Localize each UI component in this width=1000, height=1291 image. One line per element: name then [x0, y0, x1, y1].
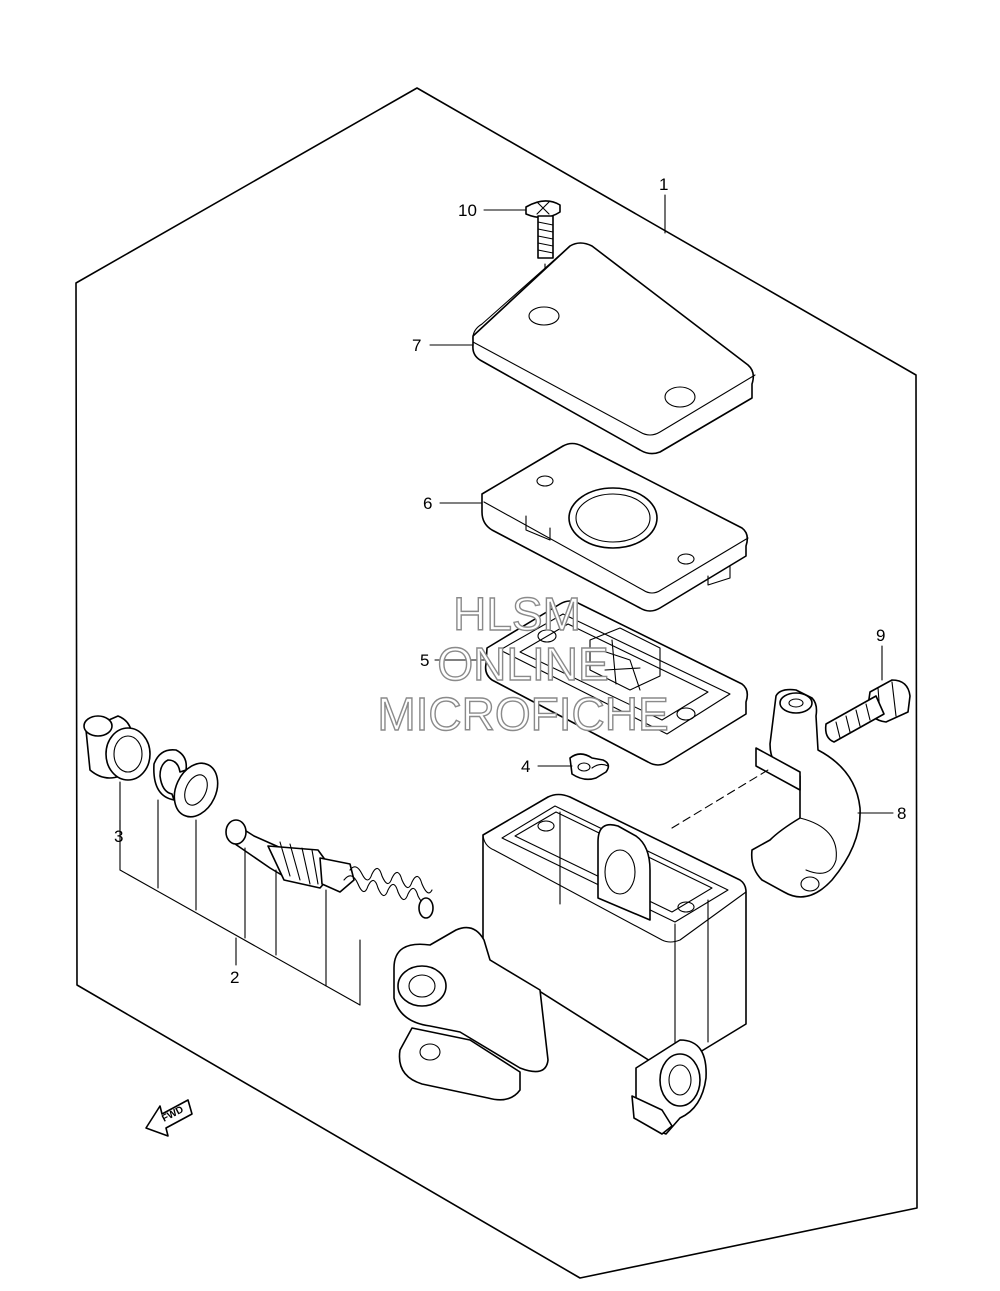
master-cylinder-body[interactable]	[393, 793, 747, 1135]
part-3-dust-boot[interactable]	[83, 715, 151, 781]
part-7-reservoir-cap[interactable]	[472, 242, 756, 455]
part-9-bolt[interactable]	[824, 679, 911, 743]
part-3-washer[interactable]	[166, 756, 226, 824]
callout-5: 5	[420, 651, 429, 670]
watermark-line-3: MICROFICHE	[377, 688, 668, 740]
callout-2: 2	[230, 968, 239, 987]
part-8-clamp[interactable]	[750, 688, 861, 898]
watermark: HLSM ONLINE MICROFICHE	[377, 587, 670, 740]
callout-4: 4	[521, 757, 530, 776]
part-5-diaphragm[interactable]	[484, 600, 749, 766]
group-bracket-lines	[119, 781, 361, 1006]
callout-10: 10	[458, 201, 477, 220]
part-10-screw[interactable]	[525, 200, 561, 259]
callout-8: 8	[897, 804, 906, 823]
assembly-boundary	[75, 87, 918, 1279]
watermark-line-2: ONLINE	[437, 638, 608, 690]
callout-6: 6	[423, 494, 432, 513]
watermark-line-1: HLSM	[453, 588, 581, 640]
leader-lines	[119, 194, 894, 966]
part-3-circlip[interactable]	[153, 748, 188, 801]
fwd-arrow-icon: FWD	[145, 1099, 193, 1137]
callout-9: 9	[876, 626, 885, 645]
callout-1: 1	[659, 175, 668, 194]
callout-3: 3	[114, 827, 123, 846]
part-2-piston-kit[interactable]	[225, 819, 434, 919]
part-4-clip[interactable]	[569, 753, 610, 781]
part-6-diaphragm-plate[interactable]	[481, 442, 749, 612]
callout-7: 7	[412, 336, 421, 355]
